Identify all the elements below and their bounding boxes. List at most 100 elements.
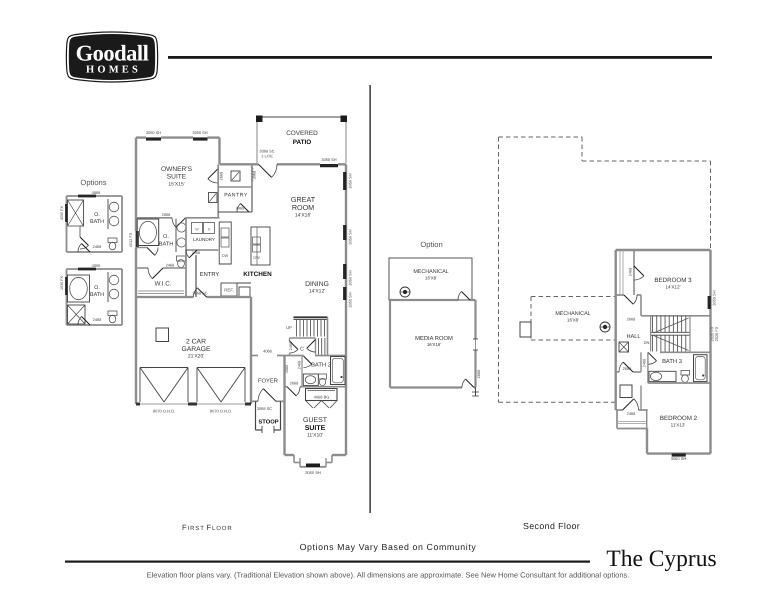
svg-text:LOOR: LOOR — [212, 525, 233, 532]
svg-text:2468: 2468 — [93, 317, 102, 322]
svg-text:SUITE: SUITE — [305, 425, 326, 432]
svg-text:4050 FX: 4050 FX — [60, 205, 64, 219]
svg-text:1-LITE: 1-LITE — [261, 154, 273, 159]
svg-text:W: W — [195, 228, 199, 232]
svg-text:21'X20': 21'X20' — [188, 354, 204, 360]
svg-text:BEDROOM 3: BEDROOM 3 — [654, 277, 692, 284]
svg-text:DINING: DINING — [305, 281, 329, 288]
svg-text:2468: 2468 — [236, 206, 245, 211]
svg-text:F: F — [182, 523, 187, 532]
svg-text:4868: 4868 — [92, 190, 101, 195]
svg-text:FOYER: FOYER — [258, 378, 278, 385]
svg-text:ROOM: ROOM — [292, 203, 314, 212]
svg-text:3068 SC: 3068 SC — [257, 406, 272, 411]
svg-text:14'X12': 14'X12' — [665, 285, 680, 290]
svg-text:GUEST: GUEST — [303, 417, 328, 424]
svg-text:2 CAR: 2 CAR — [186, 339, 206, 346]
svg-text:3050 SH: 3050 SH — [321, 157, 336, 162]
svg-text:Options May Vary Based on Comm: Options May Vary Based on Community — [300, 542, 477, 552]
svg-text:4012 FX: 4012 FX — [128, 232, 133, 247]
svg-text:UP: UP — [286, 325, 292, 330]
svg-text:BEDROOM 2: BEDROOM 2 — [660, 415, 698, 422]
svg-text:REF.: REF. — [224, 288, 234, 293]
svg-text:Option: Option — [420, 240, 442, 249]
svg-text:The Cyprus: The Cyprus — [606, 546, 716, 572]
svg-text:BATH: BATH — [90, 292, 104, 298]
svg-text:F: F — [207, 523, 212, 532]
svg-text:4068: 4068 — [263, 349, 272, 354]
svg-text:4080: 4080 — [284, 364, 289, 373]
svg-text:11'X13': 11'X13' — [671, 423, 686, 428]
svg-text:COVERED: COVERED — [286, 130, 318, 137]
svg-text:2668: 2668 — [290, 381, 299, 386]
svg-text:2668: 2668 — [623, 366, 632, 371]
svg-text:9070 O.H.D.: 9070 O.H.D. — [153, 409, 175, 414]
svg-text:3060 SH: 3060 SH — [671, 456, 687, 461]
svg-text:3068: 3068 — [252, 171, 257, 180]
svg-text:SUITE: SUITE — [167, 174, 187, 181]
svg-text:4068 BG: 4068 BG — [314, 395, 330, 400]
svg-text:BATH 2: BATH 2 — [311, 362, 331, 369]
svg-text:3050 SH: 3050 SH — [712, 290, 717, 305]
svg-text:C: C — [300, 347, 304, 353]
svg-text:Options: Options — [80, 178, 106, 187]
svg-text:16'X16': 16'X16' — [427, 342, 442, 347]
svg-text:GREAT: GREAT — [291, 195, 316, 204]
svg-text:DW: DW — [253, 256, 260, 260]
svg-text:16'X8': 16'X8' — [425, 276, 437, 281]
svg-text:2468: 2468 — [166, 263, 175, 268]
svg-text:O.: O. — [163, 234, 169, 240]
svg-text:14'X16': 14'X16' — [295, 213, 311, 219]
svg-text:MEDIA ROOM: MEDIA ROOM — [415, 335, 453, 342]
svg-text:2468: 2468 — [297, 361, 302, 370]
svg-text:ENTRY: ENTRY — [200, 272, 220, 278]
svg-text:2668: 2668 — [162, 212, 171, 217]
svg-text:HOMES: HOMES — [86, 64, 141, 75]
svg-text:3068 SC: 3068 SC — [192, 291, 207, 296]
svg-text:2668: 2668 — [476, 370, 481, 379]
svg-text:Second Floor: Second Floor — [523, 521, 580, 531]
svg-text:PATIO: PATIO — [293, 139, 312, 146]
svg-text:HALL: HALL — [627, 334, 641, 340]
svg-text:W.I.C.: W.I.C. — [155, 281, 172, 288]
svg-text:DW: DW — [222, 254, 229, 258]
svg-text:O.: O. — [94, 285, 100, 291]
svg-text:2026 FX: 2026 FX — [714, 326, 719, 341]
svg-text:BATH 3: BATH 3 — [662, 358, 682, 365]
svg-text:MECHANICAL: MECHANICAL — [555, 311, 590, 317]
svg-text:2020 FX: 2020 FX — [710, 326, 715, 341]
svg-text:4050: 4050 — [92, 263, 101, 268]
svg-text:Elevation floor plans vary. (T: Elevation floor plans vary. (Traditional… — [147, 571, 630, 580]
svg-text:IRST: IRST — [188, 525, 205, 532]
svg-text:11'X10': 11'X10' — [307, 433, 323, 439]
svg-text:BATH: BATH — [90, 219, 104, 225]
svg-text:2468: 2468 — [627, 411, 636, 416]
svg-text:LAUNDRY: LAUNDRY — [193, 237, 215, 242]
svg-text:3050 SH: 3050 SH — [348, 229, 353, 244]
svg-text:2468: 2468 — [288, 342, 293, 351]
svg-text:2668: 2668 — [627, 317, 636, 322]
svg-text:OWNER'S: OWNER'S — [161, 166, 193, 173]
svg-text:3050 SH: 3050 SH — [348, 173, 353, 188]
svg-text:1636 FX: 1636 FX — [60, 275, 64, 289]
svg-text:3068 SC: 3068 SC — [259, 149, 274, 154]
svg-text:14'X12': 14'X12' — [309, 289, 325, 295]
svg-text:2468: 2468 — [628, 268, 633, 277]
svg-text:Goodall: Goodall — [76, 41, 149, 66]
svg-text:15'X15': 15'X15' — [168, 182, 184, 188]
svg-text:D: D — [208, 228, 211, 232]
svg-text:2668: 2668 — [192, 251, 200, 255]
svg-text:GARAGE: GARAGE — [181, 346, 211, 353]
svg-text:3050 SH: 3050 SH — [192, 130, 207, 135]
svg-text:2468: 2468 — [642, 359, 647, 368]
svg-text:3050 SH: 3050 SH — [146, 130, 161, 135]
svg-text:O.: O. — [94, 212, 100, 218]
svg-text:MECHANICAL: MECHANICAL — [413, 269, 448, 275]
svg-text:16'X8': 16'X8' — [567, 318, 579, 323]
svg-text:KITCHEN: KITCHEN — [243, 271, 272, 278]
svg-text:3050 SH: 3050 SH — [348, 270, 353, 285]
svg-text:2668: 2668 — [219, 172, 224, 181]
svg-text:DN: DN — [644, 340, 650, 345]
svg-text:9070 O.H.D.: 9070 O.H.D. — [210, 409, 232, 414]
svg-text:3060 SH: 3060 SH — [305, 470, 321, 475]
